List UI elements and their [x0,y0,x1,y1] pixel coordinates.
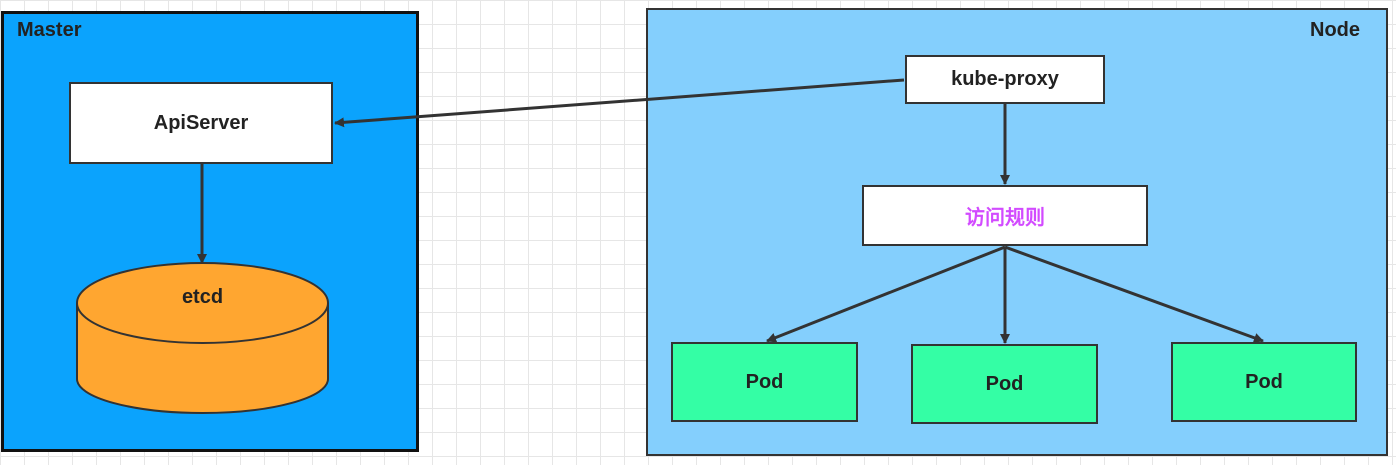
pod-box: Pod [1171,342,1357,422]
master-title: Master [17,19,82,41]
pod-box: Pod [911,344,1098,424]
pod-box: Pod [671,342,858,422]
arrow-kubeproxy-to-apiserver [334,78,905,128]
access-rules-box: 访问规则 [862,185,1148,246]
apiserver-box: ApiServer [69,82,333,164]
arrow-rules-to-pod3 [1004,245,1264,343]
node-title: Node [1310,19,1360,41]
etcd-cylinder [76,262,329,414]
arrow-rules-to-pod1 [766,245,1006,343]
kube-proxy-box: kube-proxy [905,55,1105,104]
etcd-label: etcd [181,286,224,308]
